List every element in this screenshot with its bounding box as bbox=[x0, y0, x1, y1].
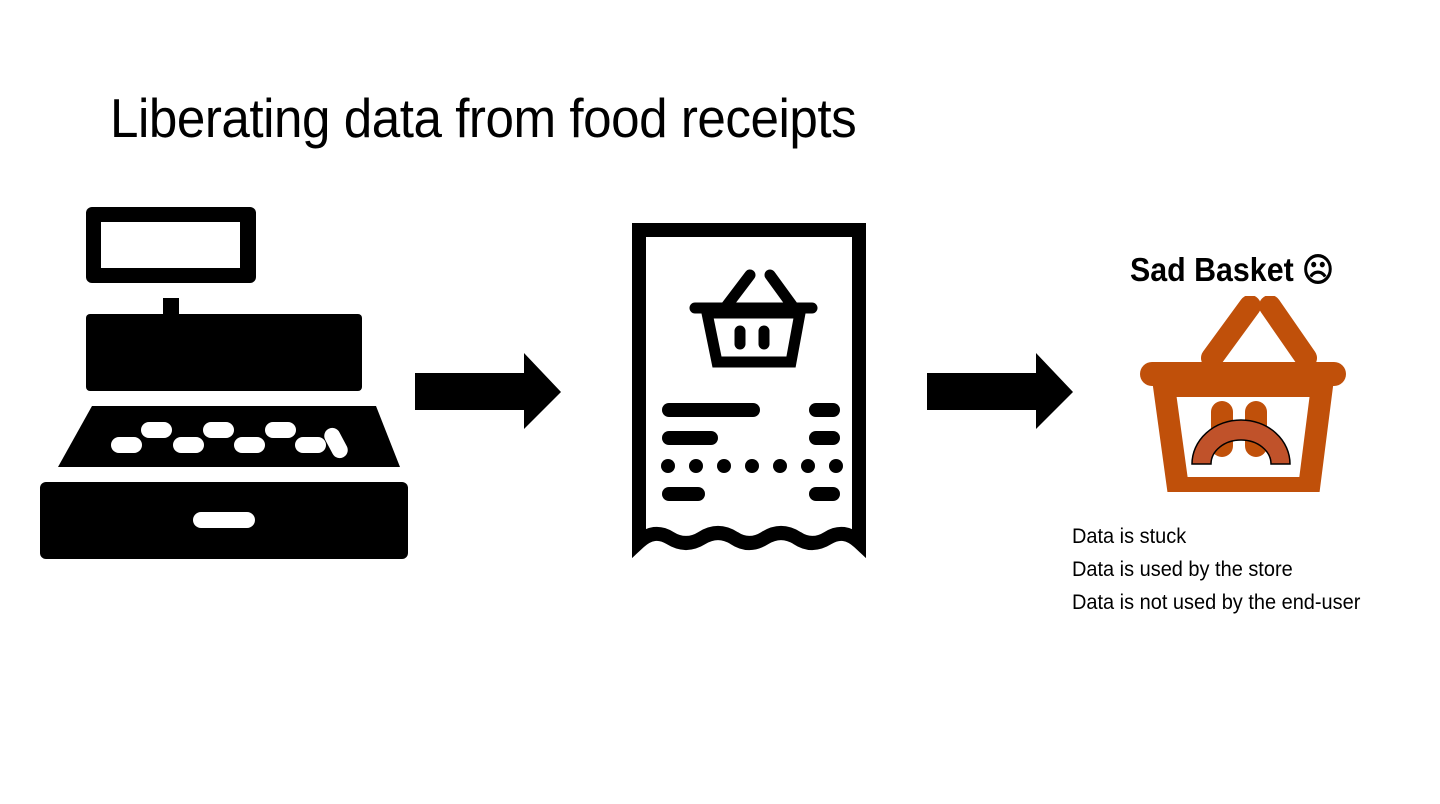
cash-register-icon bbox=[40, 207, 408, 559]
arrow-right-icon bbox=[415, 353, 561, 429]
note-item: Data is used by the store bbox=[1072, 558, 1293, 581]
note-item: Data is stuck bbox=[1072, 525, 1187, 548]
receipt-with-basket-icon bbox=[632, 223, 866, 558]
arrow-right-icon bbox=[927, 353, 1073, 429]
sad-basket-title: Sad Basket ☹ bbox=[1130, 251, 1334, 288]
sad-basket-icon bbox=[1140, 296, 1346, 492]
slide-title: Liberating data from food receipts bbox=[110, 87, 857, 149]
sad-basket-notes: Data is stuck Data is used by the store … bbox=[1072, 520, 1360, 619]
note-item: Data is not used by the end-user bbox=[1072, 591, 1361, 614]
frown-icon bbox=[1191, 419, 1291, 465]
